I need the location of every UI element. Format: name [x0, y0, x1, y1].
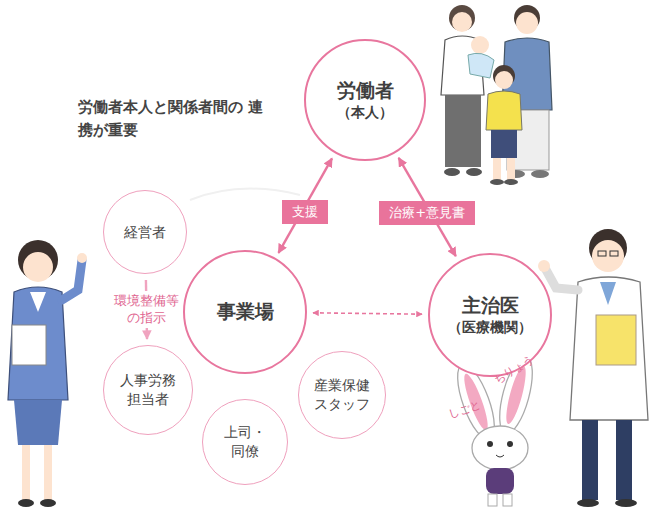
node-text: 経営者	[124, 223, 166, 242]
edge-label: 支援	[282, 200, 328, 224]
node-text: （本人）	[337, 104, 393, 122]
worker-circle: 労働者（本人）	[304, 39, 426, 161]
manager-circle: 経営者	[103, 190, 187, 274]
node-text: （医療機関）	[448, 319, 532, 337]
node-text: 人事労務 担当者	[118, 371, 178, 409]
node-text: 産業保健 スタッフ	[312, 376, 372, 414]
health-staff-circle: 産業保健 スタッフ	[298, 351, 386, 439]
node-text: 主治医	[462, 293, 519, 319]
node-text: 事業場	[217, 299, 274, 325]
connector	[313, 313, 422, 314]
decor-arc	[190, 189, 300, 200]
hr-circle: 人事労務 担当者	[103, 345, 193, 435]
edge-label: 治療+意見書	[379, 201, 475, 225]
edge-label: 環境整備等の指示	[112, 291, 181, 329]
family-figure	[441, 5, 552, 185]
note-text: 労働者本人と関係者間の 連携が重要	[78, 96, 278, 143]
mascot-bunny	[450, 353, 539, 506]
employer-figure	[8, 240, 87, 507]
node-text: 労働者	[337, 78, 394, 104]
doctor-figure	[538, 229, 648, 507]
node-text: 上司・ 同僚	[215, 423, 275, 461]
connector	[278, 158, 331, 253]
boss-circle: 上司・ 同僚	[202, 399, 288, 485]
workplace-circle: 事業場	[183, 250, 307, 374]
